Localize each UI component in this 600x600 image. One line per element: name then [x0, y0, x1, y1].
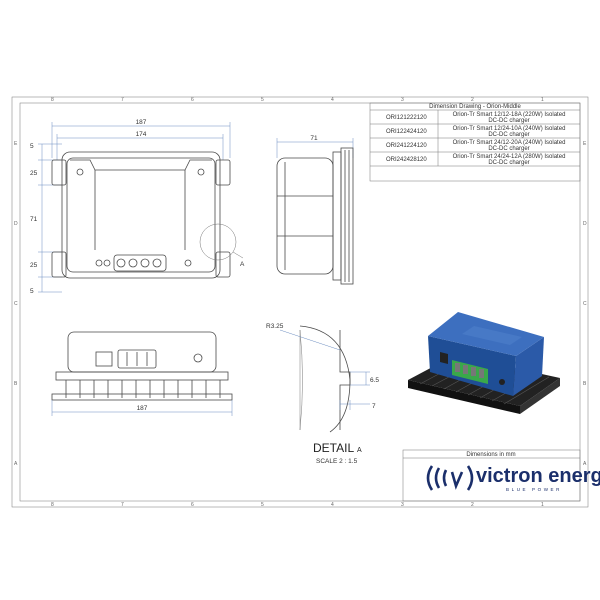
render-body-side [513, 337, 544, 396]
brand-block: Dimensions in mm victron energy BLUE POW… [402, 449, 600, 502]
title-table: Dimension Drawing - Orion-Middle ORI1212… [369, 102, 581, 182]
product-render [408, 312, 560, 414]
detail-letter: A [357, 447, 362, 454]
row-1-desc2: DC-DC charger [488, 118, 529, 124]
row-1-code: ORI121222120 [386, 115, 427, 121]
grid-side-c-r: C [583, 301, 587, 307]
brand-name: victron energy [476, 465, 600, 487]
grid-bot-3: 6 [191, 502, 194, 508]
row-2-desc2: DC-DC charger [488, 132, 529, 138]
row-2-desc1: Orion-Tr Smart 12/24-10A (240W) Isolated [453, 126, 566, 132]
sheet-inner-border [19, 102, 581, 502]
grid-side-e-r: E [583, 141, 587, 147]
grid-top-7: 2 [471, 97, 474, 103]
grid-bot-2: 7 [121, 502, 124, 508]
front-body [61, 151, 221, 279]
row-3-code: ORI241224120 [386, 143, 427, 149]
front-view: 187 174 5 25 71 25 5 [30, 119, 245, 295]
row-4-code: ORI242428120 [386, 157, 427, 163]
dim-174: 174 [136, 131, 147, 138]
grid-top-1: 8 [51, 97, 54, 103]
grid-bot-8: 1 [541, 502, 544, 508]
title-table-heading: Dimension Drawing - Orion-Middle [429, 104, 521, 110]
grid-top-3: 6 [191, 97, 194, 103]
grid-bot-6: 3 [401, 502, 404, 508]
brand-tagline: BLUE POWER [506, 487, 562, 492]
grid-side-a-r: A [583, 461, 587, 467]
grid-bot-1: 8 [51, 502, 54, 508]
row-3-desc2: DC-DC charger [488, 146, 529, 152]
side-view: 71 [276, 135, 354, 285]
detail-scale: SCALE 2 : 1.5 [316, 458, 358, 465]
dim-187-bottom: 187 [137, 405, 148, 412]
row-3-desc1: Orion-Tr Smart 24/12-20A (240W) Isolated [453, 140, 566, 146]
brand-frame [402, 449, 581, 502]
grid-top-5: 4 [331, 97, 334, 103]
grid-side-e: E [14, 141, 18, 147]
dim-6-5: 6.5 [370, 377, 379, 384]
dim-5-top: 5 [30, 143, 34, 150]
grid-top-8: 1 [541, 97, 544, 103]
grid-top-6: 3 [401, 97, 404, 103]
sheet-border [11, 96, 589, 508]
dim-187: 187 [136, 119, 147, 126]
grid-labels: 8 7 6 5 4 3 2 1 8 7 6 5 4 3 2 1 E D C B … [14, 97, 587, 508]
detail-a-view: R3.25 6.5 7 DETAIL A SCALE 2 : 1.5 [266, 323, 379, 465]
units-note: Dimensions in mm [466, 452, 515, 458]
bottom-view: 187 [51, 331, 233, 416]
detail-title-text: DETAIL [313, 441, 354, 455]
detail-callout-circle [199, 223, 237, 261]
grid-side-a: A [14, 461, 18, 467]
dim-5-bottom: 5 [30, 288, 34, 295]
grid-side-b-r: B [583, 381, 587, 387]
grid-top-4: 5 [261, 97, 264, 103]
bottom-body [67, 331, 217, 373]
detail-title: DETAIL A [313, 441, 362, 455]
row-1-desc1: Orion-Tr Smart 12/12-18A (220W) Isolated [453, 112, 566, 118]
dim-radius: R3.25 [266, 323, 284, 330]
grid-side-c: C [14, 301, 18, 307]
grid-side-d: D [14, 221, 18, 227]
dim-7: 7 [372, 403, 376, 410]
title-table-frame [369, 102, 581, 182]
grid-top-2: 7 [121, 97, 124, 103]
grid-bot-4: 5 [261, 502, 264, 508]
grid-side-b: B [14, 381, 18, 387]
grid-bot-5: 4 [331, 502, 334, 508]
row-4-desc2: DC-DC charger [488, 160, 529, 166]
dim-71-side: 71 [310, 135, 318, 142]
dim-71: 71 [30, 216, 38, 223]
grid-bot-7: 2 [471, 502, 474, 508]
victron-logo-icon [426, 465, 474, 491]
row-4-desc1: Orion-Tr Smart 24/24-12A (280W) Isolated [453, 154, 566, 160]
dim-25-top: 25 [30, 170, 38, 177]
grid-side-d-r: D [583, 221, 587, 227]
detail-callout-letter: A [240, 261, 245, 268]
row-2-code: ORI122424120 [386, 129, 427, 135]
dim-25-bottom: 25 [30, 262, 38, 269]
